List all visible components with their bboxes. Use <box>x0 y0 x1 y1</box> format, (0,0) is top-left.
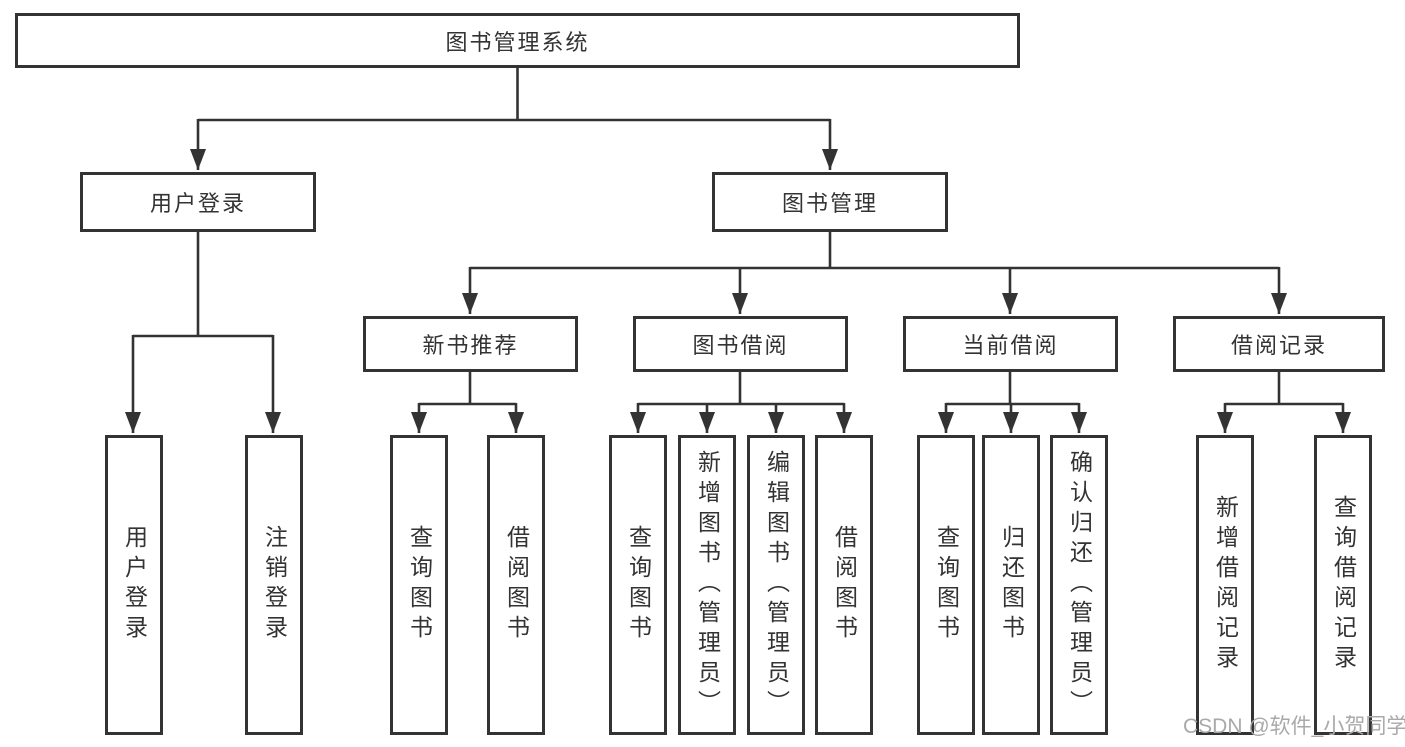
node-new-book-recommend-label: 新书推荐 <box>422 333 519 358</box>
leaf-borrow-books-label: 借阅图书 <box>831 525 858 645</box>
leaf-logout: 注销登录 <box>245 435 303 735</box>
node-book-borrow: 图书借阅 <box>633 316 848 372</box>
leaf-edit-book-admin: 编辑图书（管理员） <box>747 435 805 735</box>
leaf-add-book-admin-label: 新增图书（管理员） <box>694 450 721 720</box>
leaf-query-books-recommend: 查询图书 <box>390 435 448 735</box>
node-user-login: 用户登录 <box>80 172 316 232</box>
leaf-borrow-books-recommend-label: 借阅图书 <box>503 525 530 645</box>
leaf-query-borrow-record-label: 查询借阅记录 <box>1330 495 1357 675</box>
node-borrow-records-label: 借阅记录 <box>1230 333 1327 358</box>
leaf-borrow-books: 借阅图书 <box>815 435 873 735</box>
leaf-confirm-return-admin: 确认归还（管理员） <box>1050 435 1108 735</box>
node-book-management: 图书管理 <box>712 172 948 232</box>
leaf-logout-label: 注销登录 <box>261 525 288 645</box>
node-current-borrow: 当前借阅 <box>903 316 1118 372</box>
csdn-watermark-text: CSDN @软件_小贺同学 <box>1183 715 1405 738</box>
leaf-confirm-return-admin-label: 确认归还（管理员） <box>1066 450 1093 720</box>
csdn-watermark: CSDN @软件_小贺同学 <box>1183 710 1405 740</box>
node-library-system: 图书管理系统 <box>15 13 1020 68</box>
leaf-add-borrow-record: 新增借阅记录 <box>1196 435 1254 735</box>
leaf-add-borrow-record-label: 新增借阅记录 <box>1212 495 1239 675</box>
leaf-query-books-borrow: 查询图书 <box>609 435 667 735</box>
node-book-management-label: 图书管理 <box>781 191 878 216</box>
leaf-edit-book-admin-label: 编辑图书（管理员） <box>763 450 790 720</box>
node-new-book-recommend: 新书推荐 <box>363 316 578 372</box>
node-user-login-label: 用户登录 <box>149 191 246 216</box>
leaf-query-books-current-label: 查询图书 <box>933 525 960 645</box>
leaf-query-borrow-record: 查询借阅记录 <box>1314 435 1372 735</box>
node-book-borrow-label: 图书借阅 <box>692 333 789 358</box>
leaf-add-book-admin: 新增图书（管理员） <box>678 435 736 735</box>
leaf-query-books-current: 查询图书 <box>917 435 975 735</box>
node-borrow-records: 借阅记录 <box>1173 316 1385 372</box>
node-current-borrow-label: 当前借阅 <box>962 333 1059 358</box>
leaf-return-books-label: 归还图书 <box>998 525 1025 645</box>
leaf-query-books-borrow-label: 查询图书 <box>625 525 652 645</box>
leaf-borrow-books-recommend: 借阅图书 <box>487 435 545 735</box>
leaf-user-login-label: 用户登录 <box>121 525 148 645</box>
node-library-system-label: 图书管理系统 <box>445 29 590 55</box>
leaf-return-books: 归还图书 <box>982 435 1040 735</box>
leaf-user-login: 用户登录 <box>105 435 163 735</box>
leaf-query-books-recommend-label: 查询图书 <box>406 525 433 645</box>
